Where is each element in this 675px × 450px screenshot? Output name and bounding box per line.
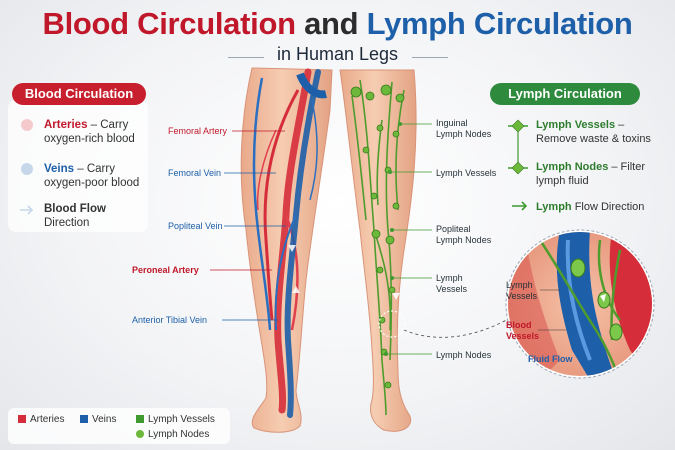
legend-lymph-nodes: Lymph Nodes <box>136 429 209 440</box>
label-femoral-artery: Femoral Artery <box>168 126 228 136</box>
zoom-label-fluid-flow: Fluid Flow <box>528 354 573 364</box>
label-lymph-vessels-upper: Lymph Vessels <box>436 168 497 178</box>
legend-lymph-vessels: Lymph Vessels <box>136 414 215 425</box>
artery-pointers <box>210 130 285 271</box>
label-peroneal-artery: Peroneal Artery <box>132 265 199 275</box>
lymph-vessel-swatch-icon <box>136 415 144 423</box>
bottom-legend: Arteries Veins Lymph Vessels Lymph Nodes <box>8 408 230 444</box>
green-arrow-icon <box>512 201 528 211</box>
title-lymph: Lymph Circulation <box>366 6 633 41</box>
lymph-circulation-heading: Lymph Circulation <box>490 83 640 105</box>
lymph-flow-legend-item: Lymph Flow Direction <box>536 201 645 213</box>
subtitle-rule-left <box>228 57 264 58</box>
right-leg <box>339 69 417 432</box>
veins-legend-item: Veins – Carry oxygen-poor blood <box>44 163 140 189</box>
label-popliteal-vein: Popliteal Vein <box>168 221 223 231</box>
page-subtitle: in Human Legs <box>276 44 399 64</box>
label-femoral-vein: Femoral Vein <box>168 168 222 178</box>
blood-circulation-heading: Blood Circulation <box>12 83 146 105</box>
title-blood: Blood Circulation <box>42 6 297 41</box>
title-and: and <box>304 6 359 41</box>
legend-veins: Veins <box>80 414 116 425</box>
subtitle-rule-right <box>412 57 448 58</box>
vein-pointers <box>222 172 286 321</box>
blood-flow-legend-item: Blood Flow Direction <box>44 203 106 229</box>
lymph-pointers <box>386 123 432 355</box>
lymph-vessels-legend-item: Lymph Vessels – Remove waste & toxins <box>536 119 651 145</box>
page-title: Blood Circulation and Lymph Circulation <box>0 6 675 42</box>
label-lymph-nodes-lower: Lymph Nodes <box>436 350 492 360</box>
legend-arteries: Arteries <box>18 414 64 425</box>
blood-legend-panel <box>8 100 148 232</box>
lymph-node-icon <box>508 161 528 175</box>
left-leg <box>240 67 333 433</box>
zoom-detail <box>505 229 655 379</box>
vein-swatch-icon <box>80 415 88 423</box>
lymph-nodes-legend-item: Lymph Nodes – Filter lymph fluid <box>536 161 646 187</box>
label-anterior-tibial-vein: Anterior Tibial Vein <box>132 315 208 325</box>
artery-swatch-icon <box>18 415 26 423</box>
arteries-legend-item: Arteries – Carry oxygen-rich blood <box>44 119 135 145</box>
lymph-node-swatch-icon <box>136 430 144 438</box>
